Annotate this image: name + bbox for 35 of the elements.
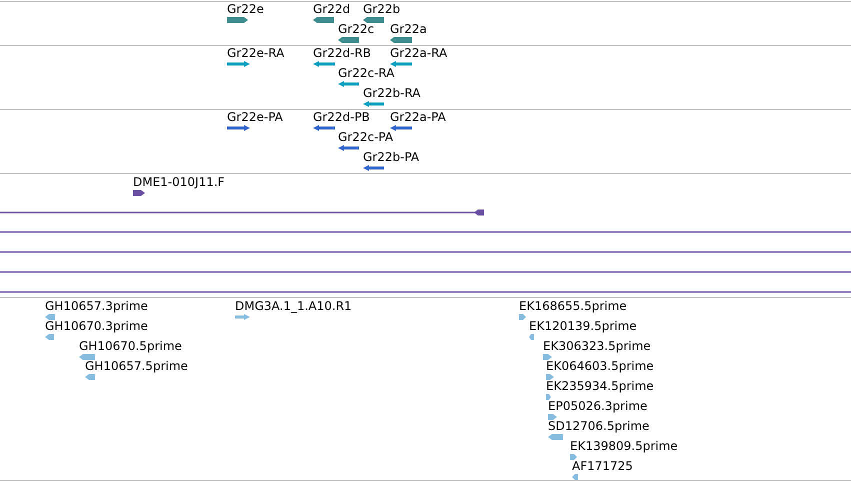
feature-label: Gr22b (363, 2, 400, 16)
feature-label: Gr22a-RA (390, 46, 448, 60)
feature-line (0, 291, 851, 293)
feature-label: GH10657.3prime (45, 299, 148, 313)
feature-label: EK139809.5prime (570, 439, 678, 453)
feature-label: Gr22d-PB (313, 110, 370, 124)
feature-label: GH10657.5prime (85, 359, 188, 373)
feature-label: Gr22d-RB (313, 46, 372, 60)
feature-label: AF171725 (572, 459, 633, 473)
feature-label: GH10670.5prime (79, 339, 182, 353)
feature-line (0, 251, 851, 253)
feature-label: EK168655.5prime (519, 299, 627, 313)
feature-label: Gr22b-PA (363, 150, 420, 164)
feature-label: DME1-010J11.F (133, 175, 225, 189)
feature-label: EK064603.5prime (546, 359, 654, 373)
feature-label: DMG3A.1_1.A10.R1 (235, 299, 352, 313)
feature-label: Gr22b-RA (363, 86, 421, 100)
feature-line (0, 208, 484, 216)
feature-label: EP05026.3prime (548, 399, 648, 413)
feature-label: Gr22a (390, 22, 427, 36)
feature-label: Gr22e-PA (227, 110, 283, 124)
feature-label: Gr22c-PA (338, 130, 394, 144)
feature-label: Gr22c (338, 22, 374, 36)
feature-label: GH10670.3prime (45, 319, 148, 333)
feature-label: SD12706.5prime (548, 419, 650, 433)
feature-label: Gr22c-RA (338, 66, 394, 80)
feature-label: EK235934.5prime (546, 379, 654, 393)
feature-label: Gr22d (313, 2, 350, 16)
feature-label: EK120139.5prime (529, 319, 637, 333)
feature-label: Gr22e-RA (227, 46, 284, 60)
feature-line (0, 231, 851, 233)
feature-label: EK306323.5prime (543, 339, 651, 353)
feature-label: Gr22a-PA (390, 110, 446, 124)
feature-line (0, 271, 851, 273)
feature-label: Gr22e (227, 2, 264, 16)
